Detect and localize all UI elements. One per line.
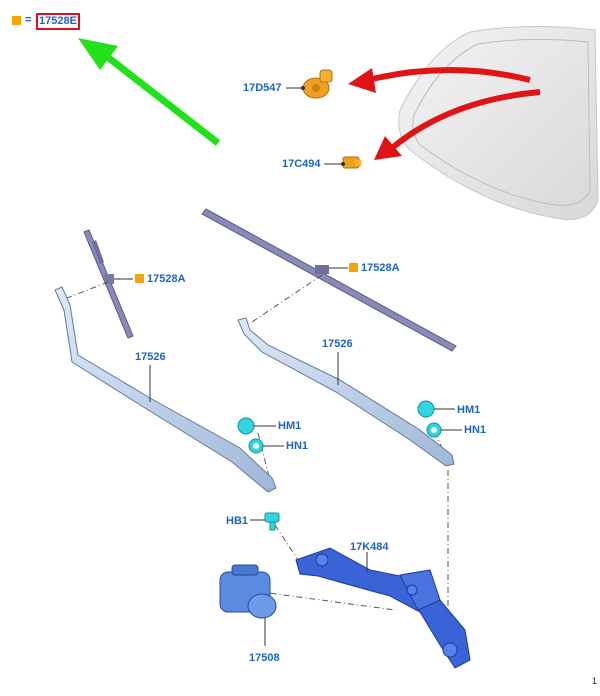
arm-cap-right [417,400,435,418]
washer-clip [342,156,361,169]
callout-hn1-left[interactable]: HN1 [286,440,309,452]
washer-reservoir-cap [302,69,333,99]
arm-nut-right [426,422,442,438]
legend-equals: = [25,14,32,26]
callout-arm-right[interactable]: 17526 [322,338,353,350]
blade-right-marker [349,263,358,272]
red-arrow-upper [348,67,531,93]
callout-hn1-right[interactable]: HN1 [464,424,487,436]
callout-hm1-left[interactable]: HM1 [278,420,302,432]
red-arrow-lower [374,89,541,160]
wiper-linkage [295,547,471,669]
mounting-bolt [264,512,280,531]
callout-17d547[interactable]: 17D547 [243,82,282,94]
page-number: 1 [592,676,598,686]
legend-marker [12,16,21,25]
callout-blade-left[interactable]: 17528A [147,273,186,285]
green-arrow [78,38,221,146]
callout-arm-left[interactable]: 17526 [135,351,166,363]
wiper-arm-left [54,286,277,493]
callout-motor[interactable]: 17508 [249,652,280,664]
callout-17c494[interactable]: 17C494 [282,158,321,170]
wiper-arm-right [237,317,455,467]
arm-nut-left [248,438,264,454]
callout-blade-right[interactable]: 17528A [361,262,400,274]
blade-left-marker [135,274,144,283]
callout-hb1[interactable]: HB1 [226,515,249,527]
windshield [398,25,599,220]
legend-code[interactable]: 17528E [36,13,80,30]
wiper-blade-right [201,208,457,352]
wiper-motor [219,564,277,619]
callout-linkage[interactable]: 17K484 [350,541,389,553]
callout-hm1-right[interactable]: HM1 [457,404,481,416]
wiper-blade-left [83,229,134,339]
arm-cap-left [237,417,255,435]
